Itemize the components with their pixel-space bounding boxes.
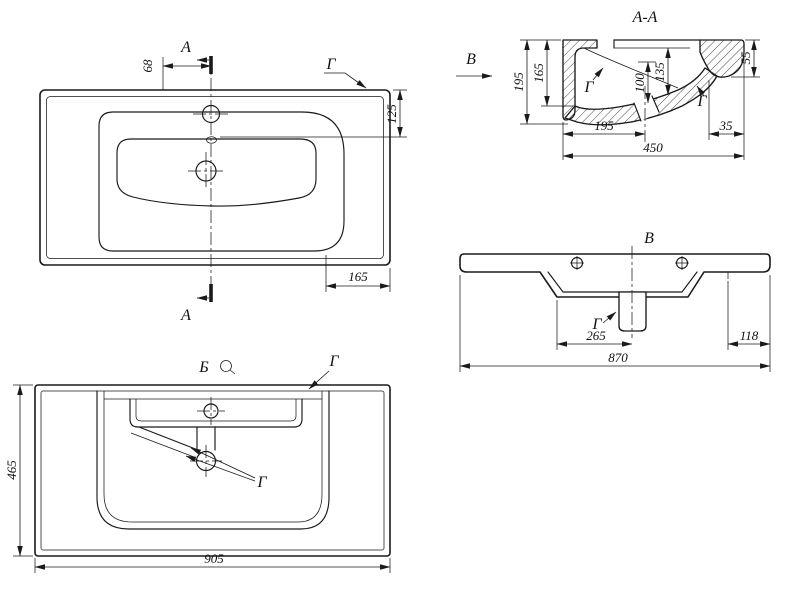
dim-135: 135	[652, 47, 671, 96]
dim-195-vert: 195	[511, 39, 568, 125]
overflow-slot	[206, 136, 217, 144]
dim-465: 465	[4, 384, 33, 557]
dim-165-plan: 165	[325, 255, 391, 292]
dim-125-text: 125	[384, 104, 399, 124]
drain-wall-right	[651, 95, 660, 113]
dim-68-text: 68	[140, 59, 155, 73]
plan-outer-edge	[39, 89, 391, 266]
front-bowl-outline	[96, 390, 330, 530]
dim-100: 100	[632, 61, 656, 104]
plan-ledge-outline	[116, 138, 317, 207]
front-ledge-inner	[135, 399, 297, 422]
dim-905: 905	[34, 551, 391, 573]
dim-165-vert: 165	[531, 39, 573, 107]
surface-mark-section-left-text: Г	[583, 79, 594, 96]
view-section-aa: А-А B 195 165 100	[456, 9, 760, 160]
dim-35-text: 35	[719, 118, 734, 133]
dim-265: 265	[556, 300, 633, 350]
view-front: Б Г Г	[4, 353, 391, 573]
dim-55-text: 55	[738, 51, 753, 65]
front-outer-edge	[34, 384, 391, 557]
dim-870-text: 870	[608, 350, 628, 365]
dim-265-text: 265	[586, 328, 606, 343]
surface-mark-plan-text: Г	[325, 56, 336, 73]
dim-125: 125	[220, 89, 407, 138]
dim-118-text: 118	[740, 328, 759, 343]
surface-mark-back-text: Г	[591, 316, 602, 333]
back-step-contour	[547, 271, 698, 293]
dim-195v-text: 195	[511, 72, 526, 92]
dim-35: 35	[708, 80, 745, 140]
drain-boss	[618, 291, 647, 332]
surface-mark-front-top-text: Г	[328, 353, 339, 370]
dim-905-text: 905	[204, 551, 224, 566]
dim-195h-text: 195	[594, 118, 614, 133]
view-back: В Г 265 118 870	[459, 230, 771, 372]
section-front-lip	[699, 39, 745, 78]
dim-450-text: 450	[643, 140, 663, 155]
dim-450: 450	[562, 56, 745, 160]
view-b-letter: B	[466, 51, 476, 68]
rotated-view-icon	[220, 360, 236, 375]
surface-mark-plan: Г	[324, 56, 367, 89]
dim-465-text: 465	[4, 460, 19, 480]
surface-mark-plan-leader	[324, 72, 367, 89]
plan-bowl-outline	[98, 111, 345, 252]
section-drain-gap	[634, 96, 659, 121]
dim-135-text: 135	[652, 62, 667, 82]
dim-55: 55	[731, 39, 760, 78]
dim-165v-text: 165	[531, 63, 546, 83]
drain-wall-left	[633, 102, 642, 122]
section-letter-top: А	[180, 39, 191, 56]
front-ledge-outline	[129, 398, 303, 428]
dim-195-horiz: 195	[562, 118, 646, 160]
view-plan: А А 68 Г 125 165	[39, 39, 407, 324]
section-letter-bottom: А	[180, 307, 191, 324]
dim-118: 118	[727, 281, 771, 350]
slope-line-2	[130, 432, 195, 458]
front-rim-inner	[40, 390, 385, 551]
view-front-title: Б	[198, 359, 209, 376]
dim-68: 68	[140, 57, 212, 90]
surface-mark-section-right: Г	[696, 85, 707, 110]
dim-100-text: 100	[632, 73, 647, 93]
section-cut-line: А А	[180, 39, 213, 324]
view-b-indicator: B	[456, 51, 493, 79]
surface-mark-section-right-text: Г	[696, 93, 707, 110]
dim-165-plan-text: 165	[348, 269, 368, 284]
view-back-title: В	[644, 230, 654, 247]
slope-line-1	[138, 426, 199, 451]
surface-mark-back: Г	[591, 311, 617, 333]
surface-mark-front-inner: Г	[185, 447, 267, 491]
section-title: А-А	[632, 9, 658, 26]
surface-mark-front-inner-text: Г	[256, 474, 267, 491]
dim-870: 870	[459, 275, 771, 372]
surface-mark-section-left: Г	[583, 67, 604, 96]
surface-mark-front-top: Г	[308, 353, 339, 390]
front-bowl-inner	[103, 391, 323, 523]
back-outline	[459, 253, 771, 298]
plan-rim-inner	[46, 96, 384, 259]
